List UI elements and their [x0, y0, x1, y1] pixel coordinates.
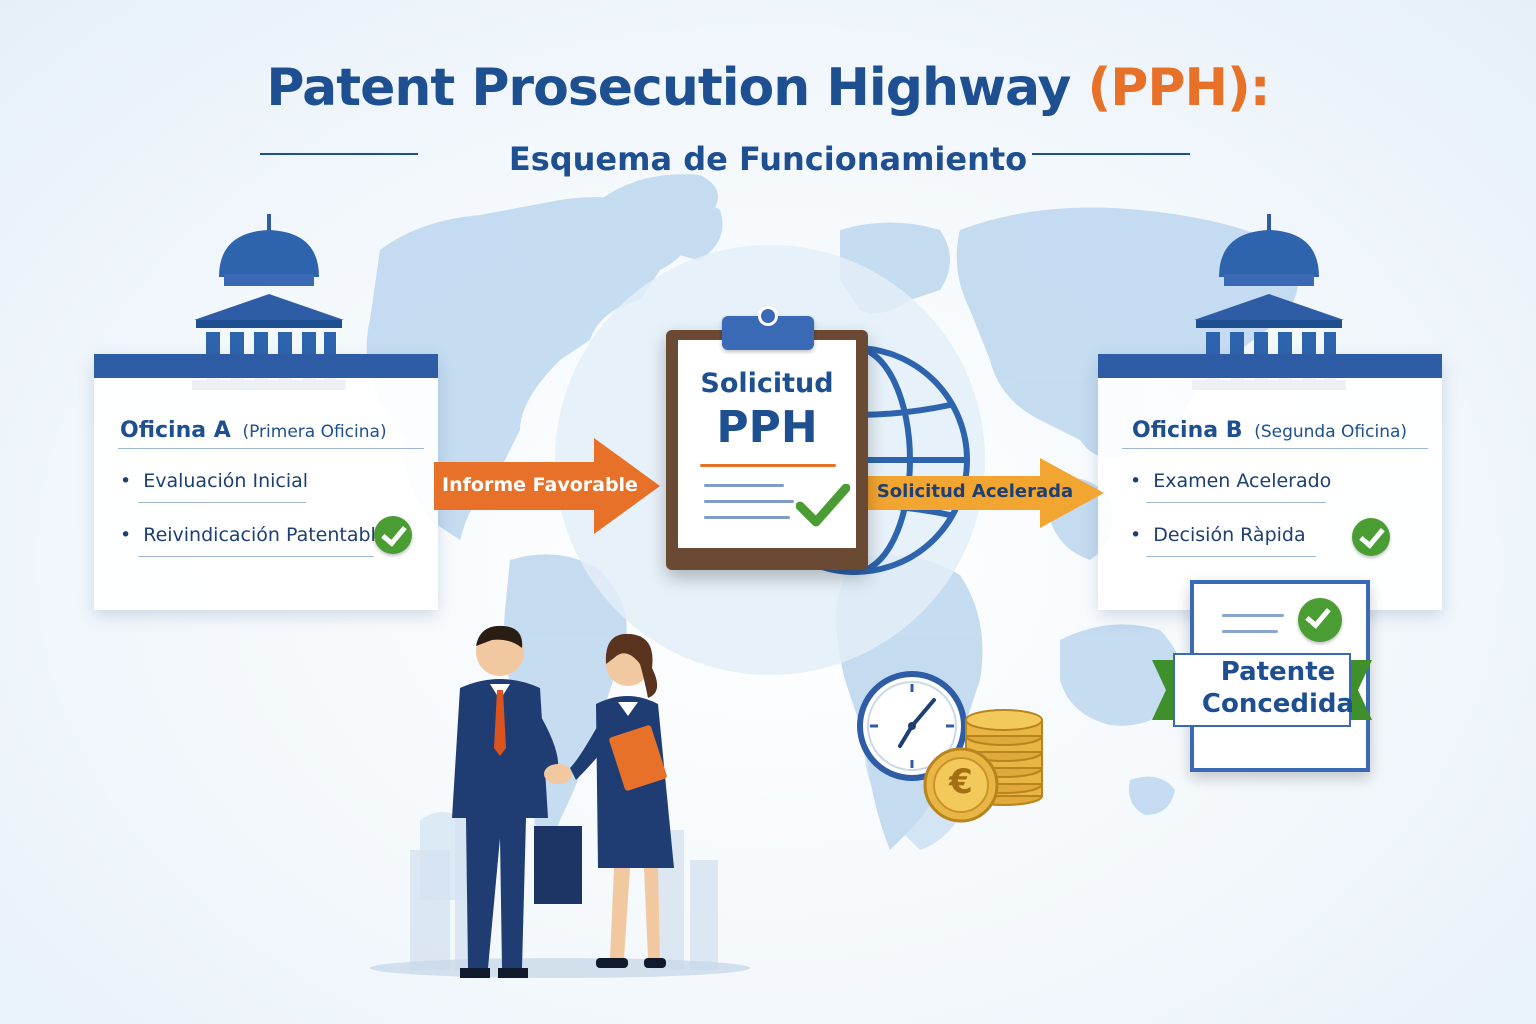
office-b-item-1: Examen Acelerado	[1130, 470, 1331, 492]
office-a-panel: Oficina A (Primera Oficina) Evaluación I…	[94, 354, 438, 610]
office-b-item-2: Decisión Ràpida	[1130, 524, 1306, 546]
office-a-heading: Oficina A (Primera Oficina)	[120, 418, 387, 443]
arrow-left-label: Informe Favorable	[440, 474, 640, 496]
check-icon-office-a	[374, 516, 412, 554]
office-a-qualifier: (Primera Oficina)	[242, 422, 386, 442]
clipboard-clip	[722, 316, 814, 350]
office-a-divider	[118, 448, 424, 449]
office-b-name: Oficina B	[1132, 418, 1243, 443]
certificate-line-2	[1222, 630, 1278, 633]
clipboard-rule	[700, 464, 836, 467]
euro-icon: €	[922, 762, 1000, 802]
title-main: Patent Prosecution Highway	[266, 58, 1070, 118]
certificate-line2: Concedida	[1188, 688, 1368, 720]
office-a-item-1: Evaluación Inicial	[120, 470, 308, 492]
arrow-right-label: Solicitud Acelerada	[870, 481, 1080, 502]
office-a-item-2: Reivindicación Patentable	[120, 524, 388, 546]
clipboard-text-line-2	[704, 500, 794, 503]
subtitle-divider-right	[1032, 153, 1190, 155]
office-b-item-1-underline	[1146, 502, 1326, 503]
page-title: Patent Prosecution Highway (PPH):	[0, 58, 1536, 118]
certificate-line-1	[1222, 614, 1284, 617]
businesswoman	[570, 634, 674, 968]
office-b-qualifier: (Segunda Oficina)	[1254, 422, 1407, 442]
clipboard-title-line2: PPH	[678, 402, 856, 453]
subtitle-row: Esquema de Funcionamiento	[0, 140, 1536, 180]
businessman	[452, 626, 582, 978]
check-icon-clipboard	[796, 484, 850, 528]
clipboard-text-line-1	[704, 484, 784, 487]
check-icon-office-b	[1352, 518, 1390, 556]
office-a-item-1-underline	[138, 502, 306, 503]
office-a-item-2-underline	[138, 556, 374, 557]
handshake-people	[430, 618, 700, 982]
title-accent: (PPH):	[1088, 58, 1270, 118]
clipboard-title-line1: Solicitud	[678, 368, 856, 399]
check-icon-certificate	[1298, 598, 1342, 642]
office-b-panel: Oficina B (Segunda Oficina) Examen Acele…	[1098, 354, 1442, 610]
office-b-item-2-underline	[1146, 556, 1316, 557]
page-subtitle: Esquema de Funcionamiento	[0, 140, 1536, 178]
certificate-text: Patente Concedida	[1188, 656, 1368, 720]
office-b-heading: Oficina B (Segunda Oficina)	[1132, 418, 1407, 443]
clipboard-text-line-3	[704, 516, 790, 519]
certificate-line1: Patente	[1188, 656, 1368, 688]
office-a-name: Oficina A	[120, 418, 231, 443]
office-b-divider	[1122, 448, 1428, 449]
